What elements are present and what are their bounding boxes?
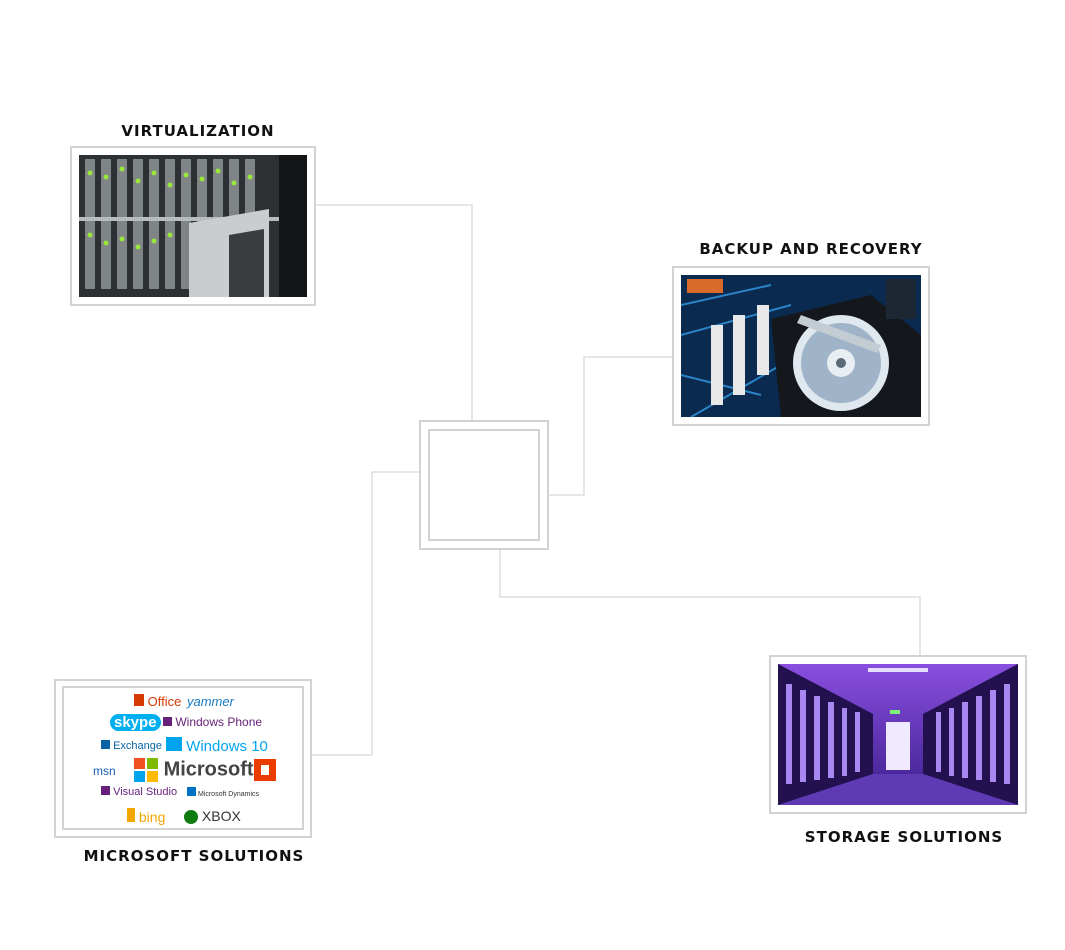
msn-logo: msn: [93, 764, 116, 778]
virtualization-title: VIRTUALIZATION: [121, 122, 275, 140]
skype-logo: skype: [110, 714, 161, 731]
windows10-icon: [166, 737, 182, 751]
central-hub: [419, 420, 549, 550]
microsoft-card[interactable]: [54, 679, 312, 838]
xbox-icon: [184, 810, 198, 825]
connector-virtualization: [316, 204, 473, 422]
bing-icon: [127, 808, 135, 822]
microsoft-logo: Microsoft: [134, 758, 254, 782]
microsoft-icon: [134, 758, 158, 782]
xbox-logo: XBOX: [184, 808, 241, 825]
exchange-logo: Exchange: [101, 740, 162, 752]
visual-studio-logo: Visual Studio: [101, 786, 177, 798]
yammer-logo: yammer: [187, 694, 234, 709]
windows-phone-label: Windows Phone: [175, 715, 263, 729]
bing-label: bing: [138, 809, 166, 825]
microsoft-logo-grid: [62, 686, 304, 830]
office365-icon: [261, 765, 269, 775]
microsoft-title: MICROSOFT SOLUTIONS: [83, 847, 305, 865]
connector-microsoft: [312, 471, 419, 756]
bing-logo: bing: [127, 808, 165, 825]
visual-studio-label: Visual Studio: [113, 786, 178, 798]
dynamics-logo: Microsoft Dynamics: [187, 787, 259, 798]
microsoft-label: Microsoft: [163, 758, 254, 781]
backup-title: BACKUP AND RECOVERY: [699, 240, 923, 258]
windows10-label: Windows 10: [186, 738, 268, 755]
virtualization-card[interactable]: [70, 146, 316, 306]
office365-logo: [254, 759, 276, 781]
office-label: Office: [147, 694, 182, 709]
storage-card[interactable]: [769, 655, 1027, 814]
dynamics-label: Microsoft Dynamics: [197, 791, 260, 798]
office-logo: Office: [134, 694, 181, 709]
skype-label: skype: [114, 714, 157, 731]
exchange-label: Exchange: [113, 740, 162, 752]
storage-title: STORAGE SOLUTIONS: [804, 828, 1004, 846]
backup-card[interactable]: [672, 266, 930, 426]
backup-image: [681, 275, 921, 417]
storage-image: [778, 664, 1018, 805]
connector-backup: [549, 356, 672, 496]
dynamics-icon: [187, 787, 196, 796]
connector-storage: [499, 550, 921, 656]
windows-phone-logo: Windows Phone: [163, 715, 262, 729]
visual-studio-icon: [101, 786, 110, 795]
office-icon: [134, 694, 144, 706]
windows10-logo: Windows 10: [166, 737, 268, 755]
central-hub-inner: [428, 429, 540, 541]
msn-label: msn: [93, 764, 116, 778]
virtualization-image: [79, 155, 307, 297]
xbox-label: XBOX: [201, 808, 241, 824]
exchange-icon: [101, 740, 110, 749]
windows-phone-icon: [163, 717, 172, 726]
yammer-label: yammer: [187, 694, 234, 709]
